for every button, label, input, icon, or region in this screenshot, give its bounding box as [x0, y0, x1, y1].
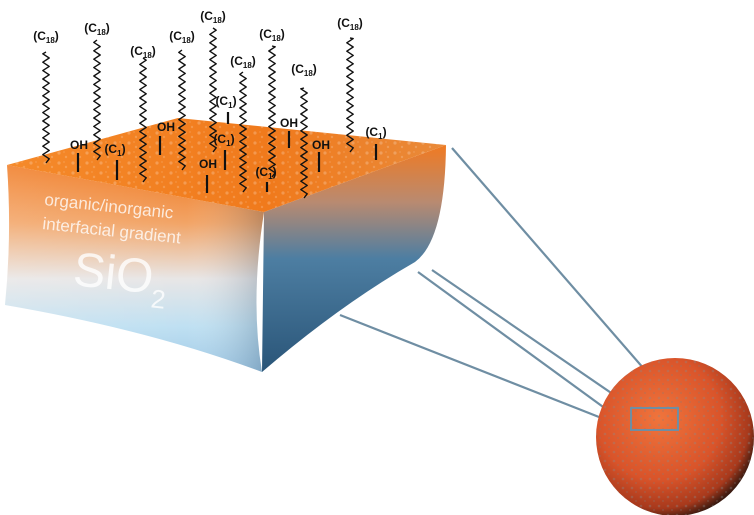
c1-label: (C1): [215, 94, 236, 110]
c18-chain: [209, 27, 217, 153]
c18-chain: [346, 37, 354, 153]
c18-chain: [239, 71, 247, 193]
surface-groups: (C18)(C18)(C18)(C18)(C18)(C18)(C18)(C18)…: [33, 9, 387, 199]
oh-label: OH: [199, 157, 217, 171]
c18-label: (C18): [33, 29, 59, 45]
c18-label: (C18): [291, 62, 317, 78]
c18-label: (C18): [169, 29, 195, 45]
c18-chain: [139, 57, 147, 183]
c18-chain: [300, 87, 308, 199]
oh-label: OH: [312, 138, 330, 152]
c18-chain: [178, 49, 186, 171]
c18-chain: [42, 51, 50, 164]
c18-label: (C18): [200, 9, 226, 25]
particle: [596, 358, 754, 515]
zoom-box: [630, 407, 679, 431]
c18-label: (C18): [130, 44, 156, 60]
c18-label: (C18): [230, 54, 256, 70]
oh-label: OH: [70, 138, 88, 152]
c18-chain: [268, 45, 276, 178]
oh-label: OH: [157, 120, 175, 134]
c18-label: (C18): [337, 16, 363, 32]
c1-label: (C1): [255, 165, 276, 181]
c18-label: (C18): [84, 21, 110, 37]
c1-label: (C1): [213, 132, 234, 148]
c1-label: (C1): [365, 125, 386, 141]
c18-chain: [93, 39, 101, 161]
c18-label: (C18): [259, 27, 285, 43]
slab-right-face: [262, 145, 446, 372]
c1-label: (C1): [104, 142, 125, 158]
oh-label: OH: [280, 116, 298, 130]
zoom-lines: [339, 147, 679, 432]
substrate-formula: SiO2: [70, 243, 170, 315]
